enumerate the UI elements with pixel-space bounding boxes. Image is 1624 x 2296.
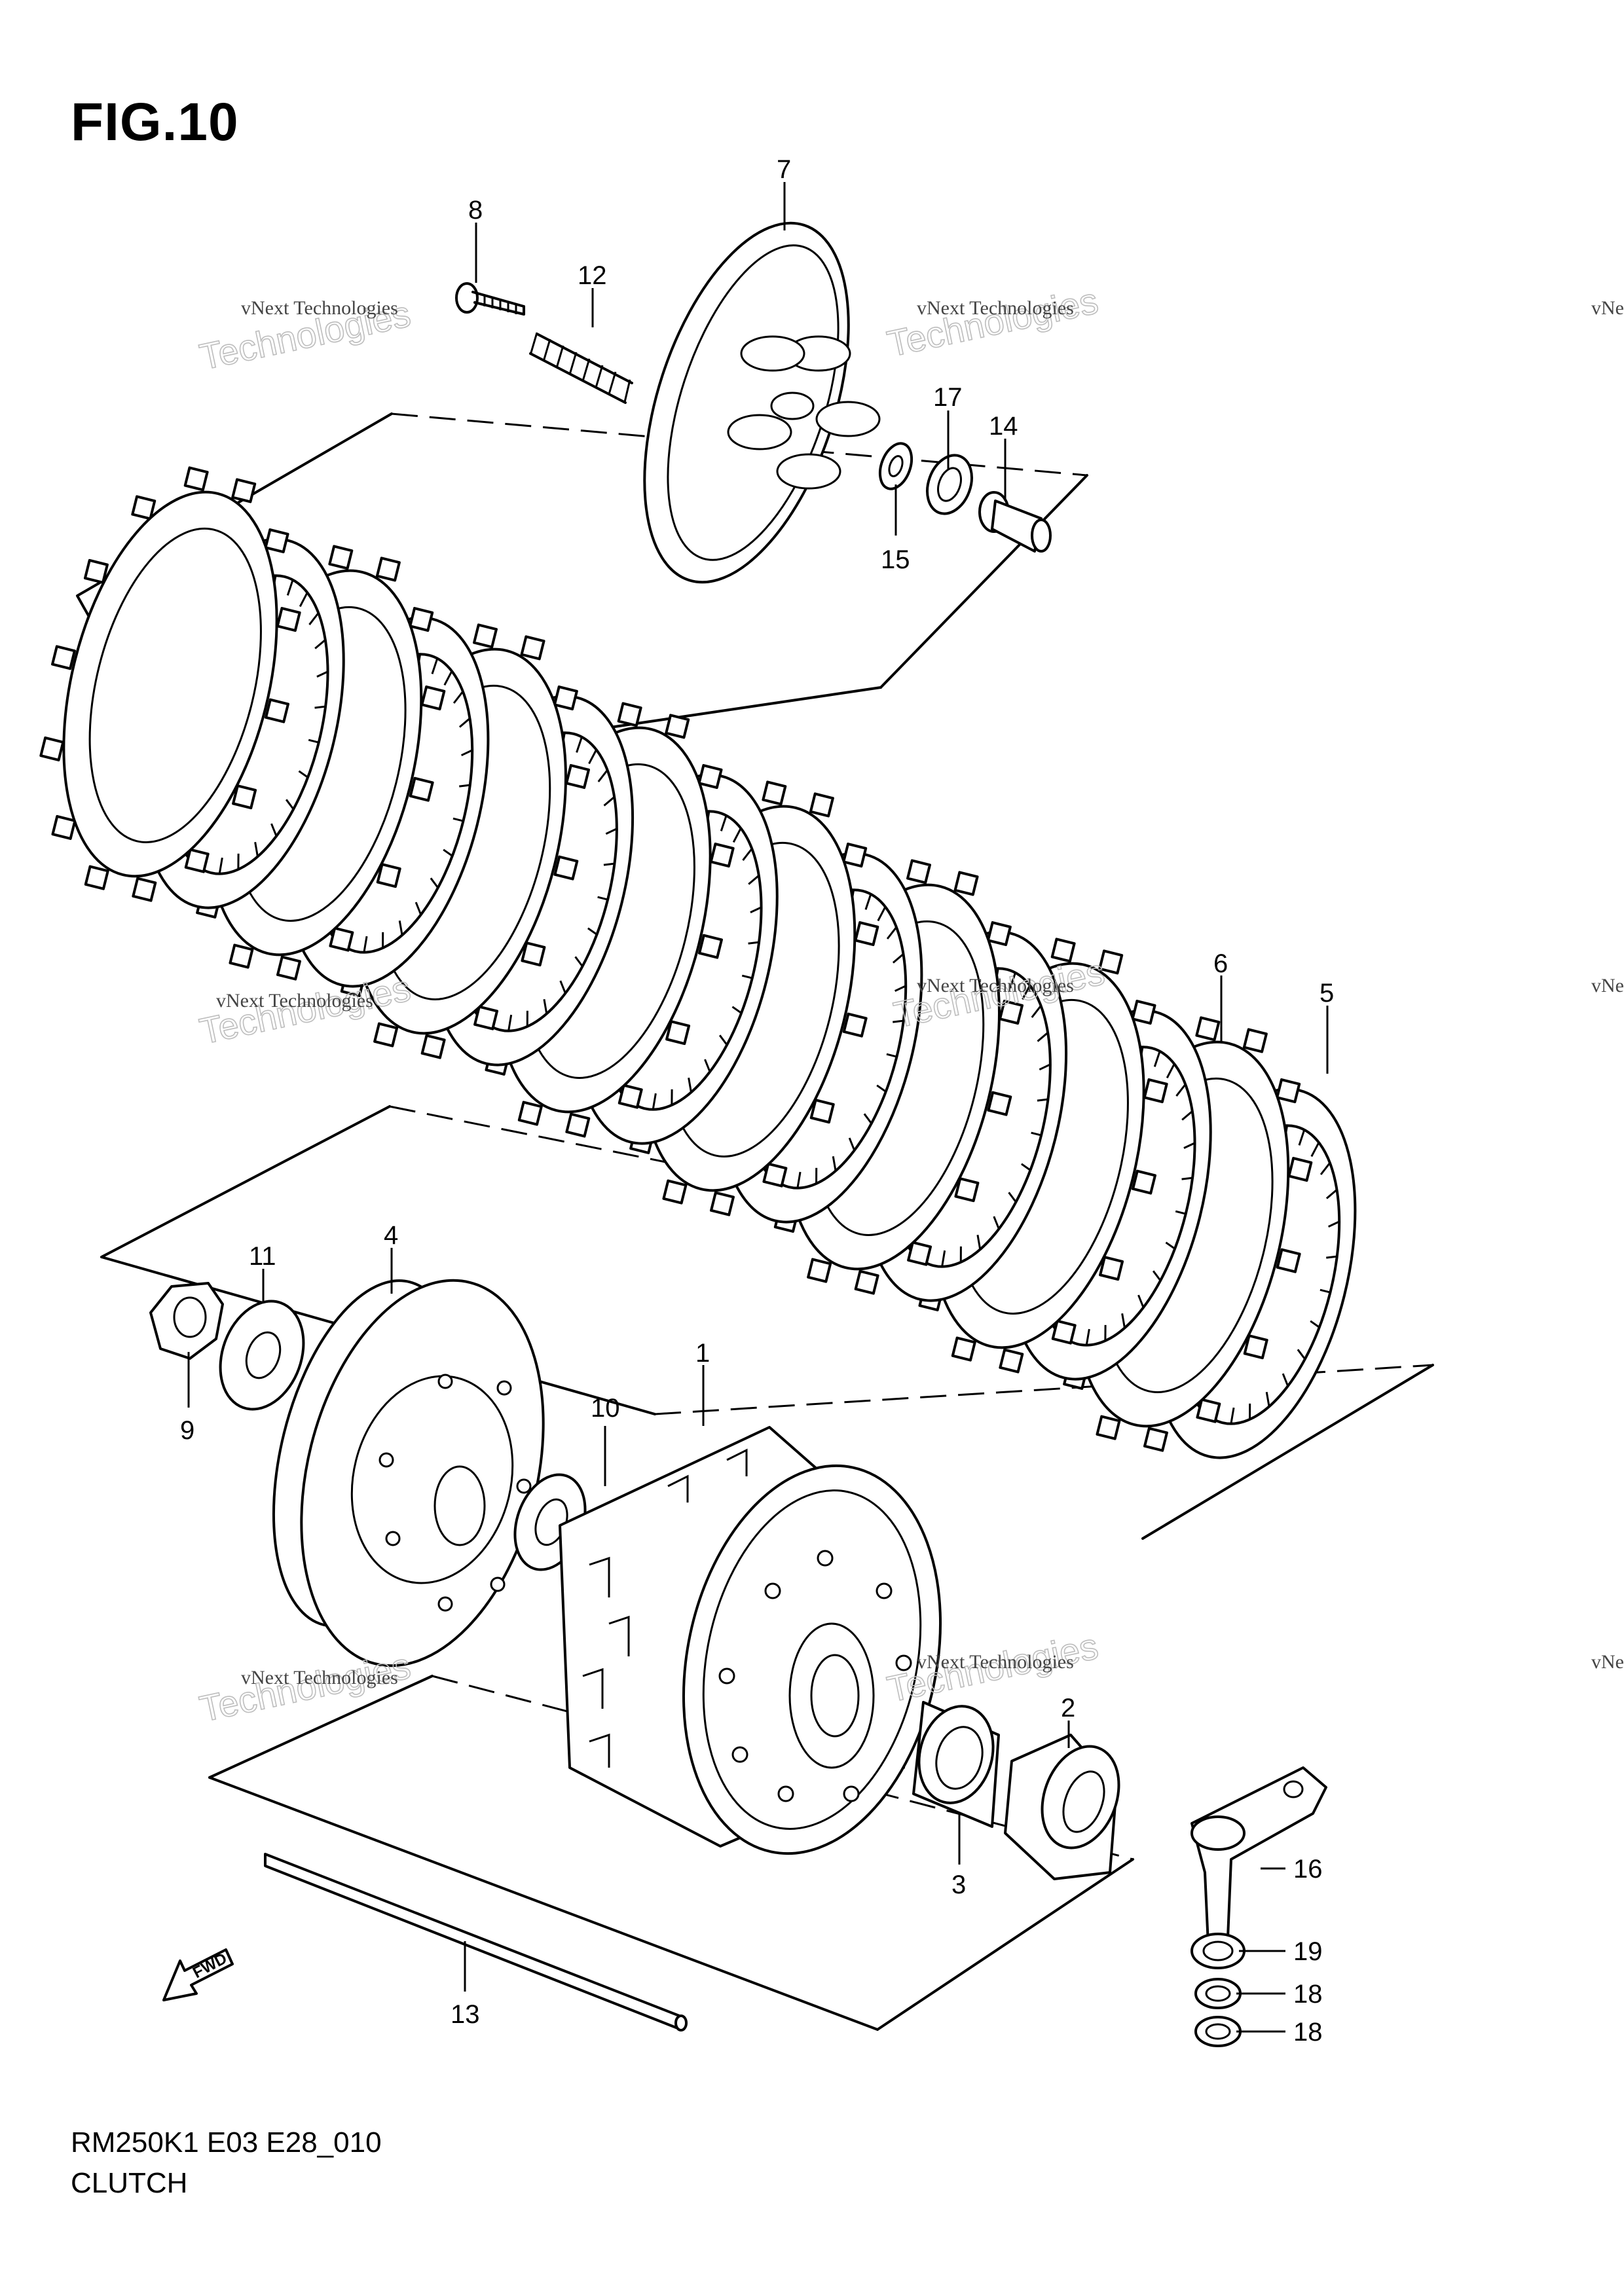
callout-1: 1 [695,1339,710,1368]
callout-17: 17 [933,383,963,412]
callout-18-lower: 18 [1293,2018,1323,2047]
bottom-assembly-frame [208,1675,1134,2031]
watermark-text-edge: vNext [1591,297,1624,319]
push-rod-end [674,2014,688,2032]
callout-11: 11 [249,1242,276,1271]
callout-9: 9 [180,1416,194,1445]
watermark-outline: Technologies [883,280,1101,365]
figure-title: FIG.10 [71,92,239,152]
spacer [1004,1734,1120,1880]
clutch-release-lever [1190,1766,1327,1946]
bearing-18-upper [1194,1978,1242,2009]
diagram-code: RM250K1 E03 E28_010 [71,2126,382,2159]
plate-inner-edge [88,527,262,843]
callout-10: 10 [591,1394,620,1423]
callout-3: 3 [951,1870,966,1899]
plate-outer-edge [62,490,278,878]
callout-6: 6 [1213,949,1228,978]
bearing-17-inner [937,467,962,502]
clutch-housing [559,1426,942,1855]
bearing-18-lower [1194,2016,1242,2047]
watermark-text: vNext Technologies [216,990,373,1011]
callout-5: 5 [1320,979,1334,1008]
callout-12: 12 [578,261,607,290]
watermark-text: vNext Technologies [241,1667,398,1688]
callout-15: 15 [881,545,910,574]
pressure-plate [643,221,881,584]
diagram-caption: CLUTCH [71,2167,188,2199]
callout-7: 7 [777,155,791,184]
leader-lines [187,182,1329,2033]
watermark-text: vNext Technologies [917,1651,1074,1673]
watermark-text: vNext Technologies [241,297,398,319]
callout-18-upper: 18 [1293,1980,1323,2009]
callout-8: 8 [468,196,483,225]
callout-16: 16 [1293,1855,1323,1884]
oil-seal-19 [1190,1933,1246,1969]
washer-15-hole [888,455,904,477]
callout-13: 13 [451,2000,480,2029]
clutch-plate-stack [39,466,1357,1459]
drive-plate [39,466,301,902]
needle-bearing [912,1701,1000,1828]
clutch-spring-bolt [455,282,525,316]
watermark-text-edge: vNext [1591,975,1624,996]
watermark-text: vNext Technologies [917,297,1074,319]
clutch-hub-nut [149,1282,224,1360]
callout-4: 4 [384,1221,398,1250]
callout-14: 14 [989,412,1018,441]
watermark-text-edge: vNext [1591,1651,1624,1673]
clutch-push-piece [978,491,1052,553]
forward-direction-arrow: FWD [162,1948,234,2001]
callout-2: 2 [1061,1694,1075,1722]
watermark-text: vNext Technologies [917,975,1074,996]
fwd-label: FWD [190,1950,230,1982]
clutch-spring [529,332,633,404]
lock-washer [219,1300,305,1411]
callout-19: 19 [1293,1937,1323,1966]
